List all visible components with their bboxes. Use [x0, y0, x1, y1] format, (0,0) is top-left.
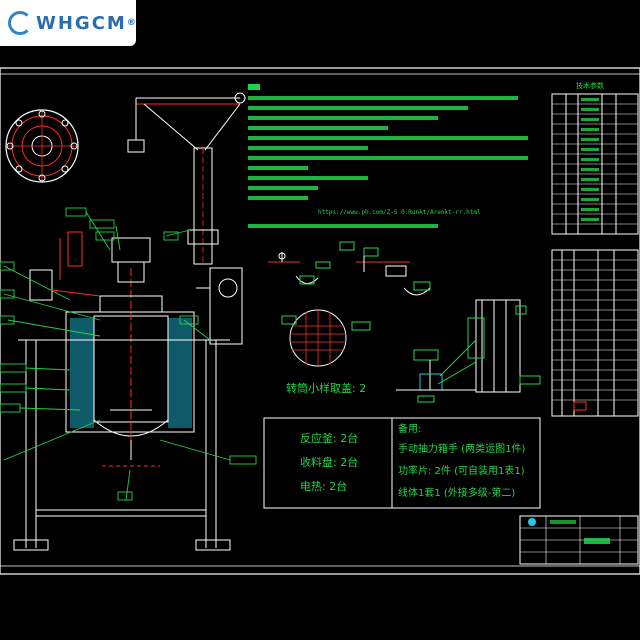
logo-text: WHGCM: [36, 12, 127, 34]
registered-mark: ®: [126, 18, 136, 28]
callout-leaders: [0, 207, 257, 501]
support-frame: [13, 339, 231, 551]
notes-box-right: 备用: 手动抽力箱手 (两类运图1件) 功率片: 2件 (可自装用1表1) 线体…: [391, 417, 541, 509]
box-right-line-1: 备用:: [398, 422, 421, 435]
box-right-line-4: 线体1套1 (外接多级-第二): [398, 486, 515, 499]
notes-url: https://www.ph.com/Z-S 0.Runkt/Arenkt-rr…: [318, 209, 481, 216]
sample-caption: 转筒小样取盖: 2: [286, 381, 366, 395]
box-left-line-2: 收料盘: 2台: [300, 455, 358, 469]
company-logo: WHGCM ®: [0, 0, 136, 46]
parts-list-table: [551, 249, 639, 417]
notes-box-left: 反应釜: 2台 收料盘: 2台 电热: 2台: [263, 417, 393, 509]
valve-detail-right: [339, 241, 431, 296]
parameter-table-title: 技术参数: [576, 81, 604, 90]
technical-notes: https://www.ph.com/Z-S 0.Runkt/Arenkt-rr…: [248, 84, 528, 228]
logo-mark-icon: [8, 11, 32, 35]
parameter-table: 技术参数: [551, 81, 639, 235]
drawing-frame: [0, 67, 640, 575]
title-block: [519, 515, 639, 565]
lifting-crane: [127, 92, 246, 345]
reactor-vessel: [29, 231, 195, 467]
valve-detail-left: [268, 252, 331, 285]
box-right-line-3: 功率片: 2件 (可自装用1表1): [398, 464, 525, 477]
box-left-line-3: 电热: 2台: [300, 479, 347, 493]
flange-top-view: [5, 109, 79, 183]
pipe-section: [396, 299, 541, 403]
box-right-line-2: 手动抽力箱手 (两类运图1件): [398, 442, 525, 455]
box-left-line-1: 反应釜: 2台: [300, 431, 358, 445]
sieve-plate: 转筒小样取盖: 2: [281, 309, 371, 395]
